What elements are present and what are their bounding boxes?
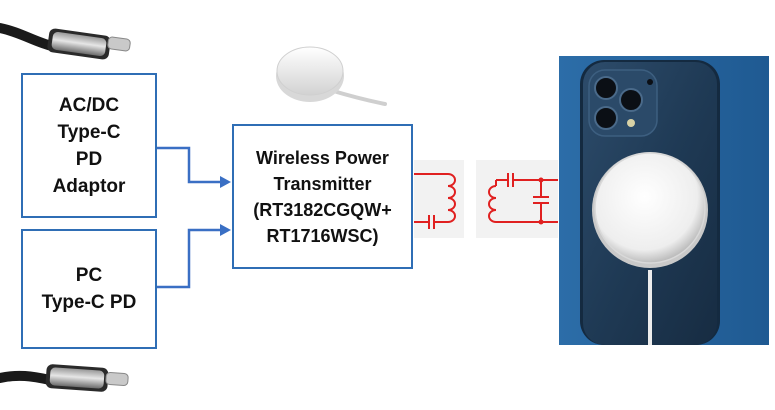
arrow-acdc-to-transmitter (157, 146, 222, 184)
transmitter-line-3: (RT3182CGQW+ (253, 199, 392, 220)
transmitter-line-4: RT1716WSC) (266, 225, 379, 246)
magsafe-charger-icon (276, 46, 387, 106)
pc-line-1: PC (75, 265, 103, 286)
smartphone-with-magsafe-icon (559, 56, 769, 345)
transmitter-line-2: Transmitter (273, 173, 372, 194)
arrow-pc-to-transmitter (157, 228, 222, 289)
connector-arrows (157, 146, 222, 289)
receiver-coil-circuit (476, 160, 558, 238)
wireless-power-transmitter-block: Wireless Power Transmitter (RT3182CGQW+ … (232, 124, 413, 269)
pc-typec-pd-block: PC Type-C PD (21, 229, 157, 349)
acdc-line-4: Adaptor (52, 175, 126, 197)
usb-c-cable-icon (0, 364, 129, 392)
acdc-line-3: PD (75, 148, 103, 170)
arrowhead-icon (220, 224, 231, 236)
transmitter-coil-circuit (414, 160, 464, 238)
arrowhead-icon (220, 176, 231, 188)
acdc-line-1: AC/DC (58, 94, 120, 116)
acdc-line-2: Type-C (57, 121, 121, 143)
transmitter-line-1: Wireless Power (256, 147, 389, 168)
acdc-adaptor-block: AC/DC Type-C PD Adaptor (21, 73, 157, 218)
usb-c-cable-icon (0, 23, 131, 60)
pc-line-2: Type-C PD (41, 292, 137, 313)
